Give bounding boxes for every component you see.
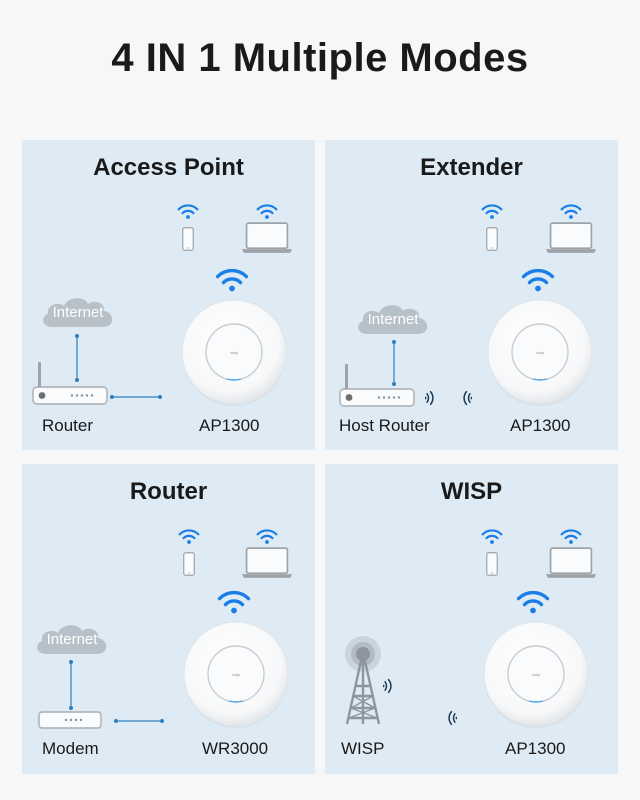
laptop-icon (545, 222, 597, 254)
panel-extender: Extender Internet Host Router AP1300 (325, 140, 618, 450)
cloud-icon: Internet (353, 300, 433, 338)
connection-line (75, 334, 79, 382)
laptop-icon (241, 547, 293, 579)
cloud-label: Internet (367, 310, 419, 328)
cloud-icon: Internet (32, 620, 112, 658)
page-title: 4 IN 1 Multiple Modes (111, 36, 529, 80)
panel-access-point: Access Point Internet Router AP1300 (22, 140, 315, 450)
panel-wisp: WISP WISP AP1300 (325, 464, 618, 774)
device-label-left: WISP (341, 739, 385, 758)
panel-title: Access Point (93, 154, 244, 181)
wifi-icon (560, 528, 582, 545)
connection-line (114, 719, 164, 723)
wifi-icon (560, 203, 582, 220)
wifi-icon (178, 528, 200, 545)
cloud-label: Internet (52, 303, 104, 321)
wifi-icon (481, 528, 503, 545)
signal-wave-icon (425, 388, 439, 408)
panel-router: Router Internet Modem WR3000 (22, 464, 315, 774)
signal-wave-icon (443, 708, 457, 728)
device-label-right: AP1300 (510, 416, 571, 435)
cloud-icon: Internet (38, 293, 118, 331)
wifi-icon (217, 589, 251, 615)
cloud-label: Internet (46, 630, 98, 648)
ceiling-ap-icon (481, 619, 591, 729)
device-label-left: Modem (42, 739, 99, 758)
signal-wave-icon (383, 676, 397, 696)
ceiling-ap-icon (179, 297, 289, 407)
phone-icon (183, 549, 195, 579)
wifi-icon (177, 203, 199, 220)
device-label-right: AP1300 (505, 739, 566, 758)
device-label-left: Host Router (339, 416, 430, 435)
wifi-icon (215, 267, 249, 293)
phone-icon (486, 224, 498, 254)
panel-title: WISP (440, 478, 503, 505)
phone-icon (486, 549, 498, 579)
wifi-icon (481, 203, 503, 220)
device-label-right: AP1300 (199, 416, 260, 435)
wifi-icon (256, 203, 278, 220)
router-icon (32, 360, 108, 406)
signal-wave-icon (458, 388, 472, 408)
ceiling-ap-icon (485, 297, 595, 407)
panel-title: Router (129, 478, 208, 505)
device-label-left: Router (42, 416, 94, 435)
panel-title: Extender (420, 154, 523, 181)
modem-icon (38, 710, 102, 730)
wifi-icon (256, 528, 278, 545)
phone-icon (182, 224, 194, 254)
laptop-icon (241, 222, 293, 254)
device-label-right: WR3000 (202, 739, 269, 758)
connection-line (392, 340, 396, 386)
ceiling-ap-icon (181, 619, 291, 729)
wifi-icon (521, 267, 555, 293)
laptop-icon (545, 547, 597, 579)
router-icon (339, 362, 415, 408)
connection-line (110, 395, 162, 399)
wifi-icon (516, 589, 550, 615)
connection-line (69, 660, 73, 710)
